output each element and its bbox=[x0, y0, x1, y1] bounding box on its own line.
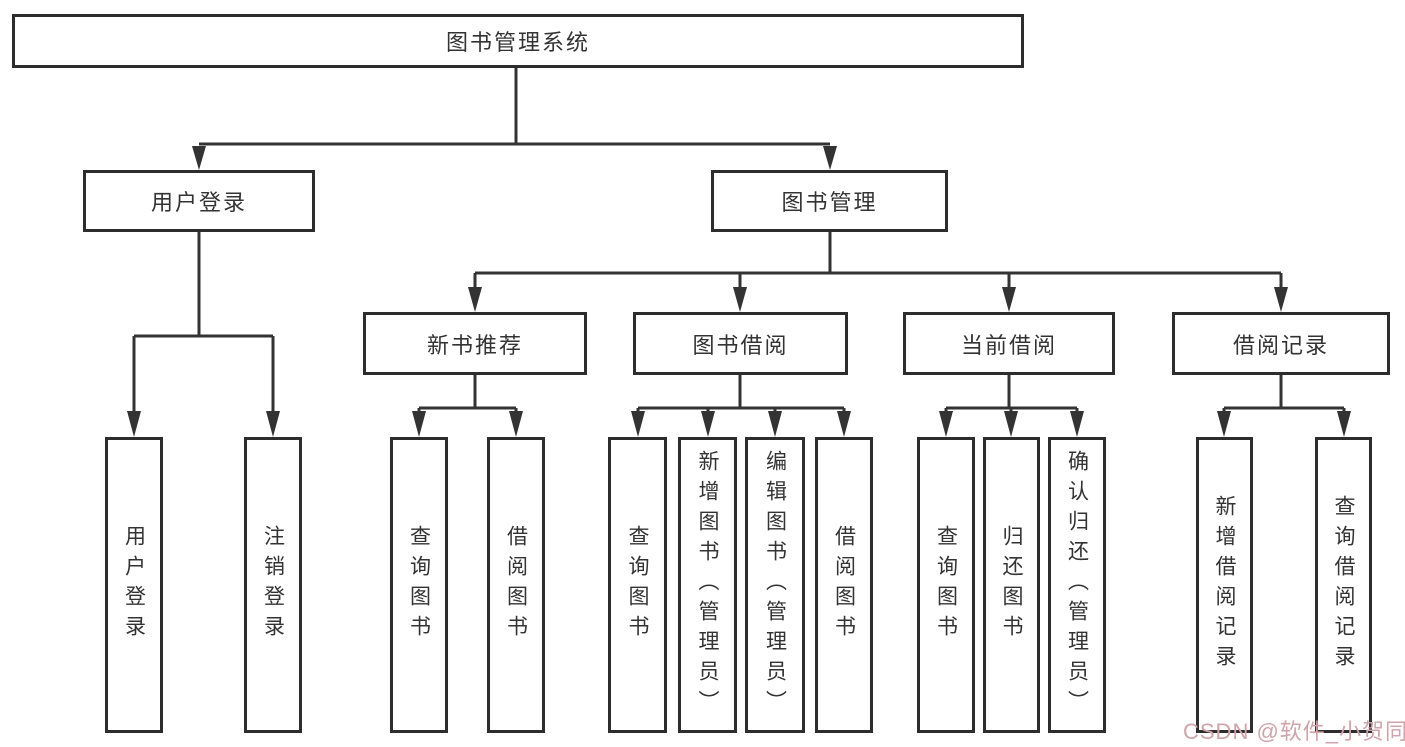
leaf-edit-book-admin: 编辑图书（管理员） bbox=[745, 437, 805, 733]
csdn-watermark: CSDN @软件_小贺同学 bbox=[1183, 719, 1405, 744]
node-current-borrow: 当前借阅 bbox=[903, 312, 1115, 375]
leaf-confirm-return-admin: 确认归还（管理员） bbox=[1048, 437, 1106, 733]
node-book-borrow: 图书借阅 bbox=[633, 312, 848, 375]
leaf-query-book-recommend: 查询图书 bbox=[390, 437, 448, 733]
leaf-query-borrow-record: 查询借阅记录 bbox=[1315, 437, 1372, 733]
node-user-login: 用户登录 bbox=[83, 170, 315, 232]
leaf-add-book-admin: 新增图书（管理员） bbox=[678, 437, 737, 733]
node-library-management-system: 图书管理系统 bbox=[12, 14, 1024, 68]
leaf-logout-login: 注销登录 bbox=[244, 437, 302, 733]
leaf-return-book: 归还图书 bbox=[983, 437, 1040, 733]
leaf-borrow-book: 借阅图书 bbox=[815, 437, 873, 733]
node-new-book-recommend: 新书推荐 bbox=[363, 312, 587, 375]
node-book-management: 图书管理 bbox=[711, 170, 948, 232]
leaf-query-book-current: 查询图书 bbox=[917, 437, 975, 733]
node-borrow-record: 借阅记录 bbox=[1172, 312, 1390, 375]
leaf-add-borrow-record: 新增借阅记录 bbox=[1196, 437, 1253, 733]
leaf-borrow-book-recommend: 借阅图书 bbox=[487, 437, 545, 733]
leaf-user-login: 用户登录 bbox=[105, 437, 163, 733]
leaf-query-book-borrow: 查询图书 bbox=[608, 437, 667, 733]
